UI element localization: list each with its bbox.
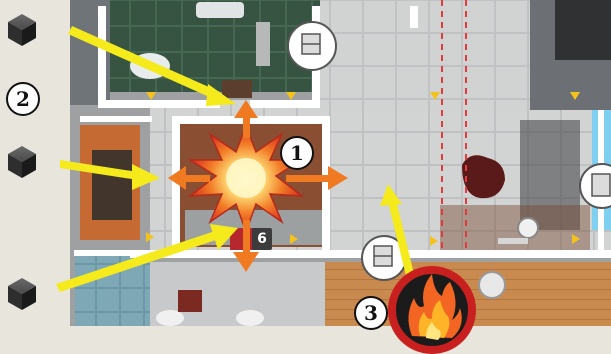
step-badge-3: 3	[354, 296, 388, 330]
step-badge-1: 1	[280, 136, 314, 170]
step-badge-2: 2	[6, 82, 40, 116]
fire-token[interactable]	[392, 270, 472, 350]
cube-token-3[interactable]	[8, 278, 36, 310]
tile-number-label: 6	[252, 228, 272, 250]
board-map	[70, 0, 611, 326]
cube-token-2[interactable]	[8, 146, 36, 178]
hazmat-token-top[interactable]	[288, 22, 336, 70]
cube-token-1[interactable]	[8, 14, 36, 46]
